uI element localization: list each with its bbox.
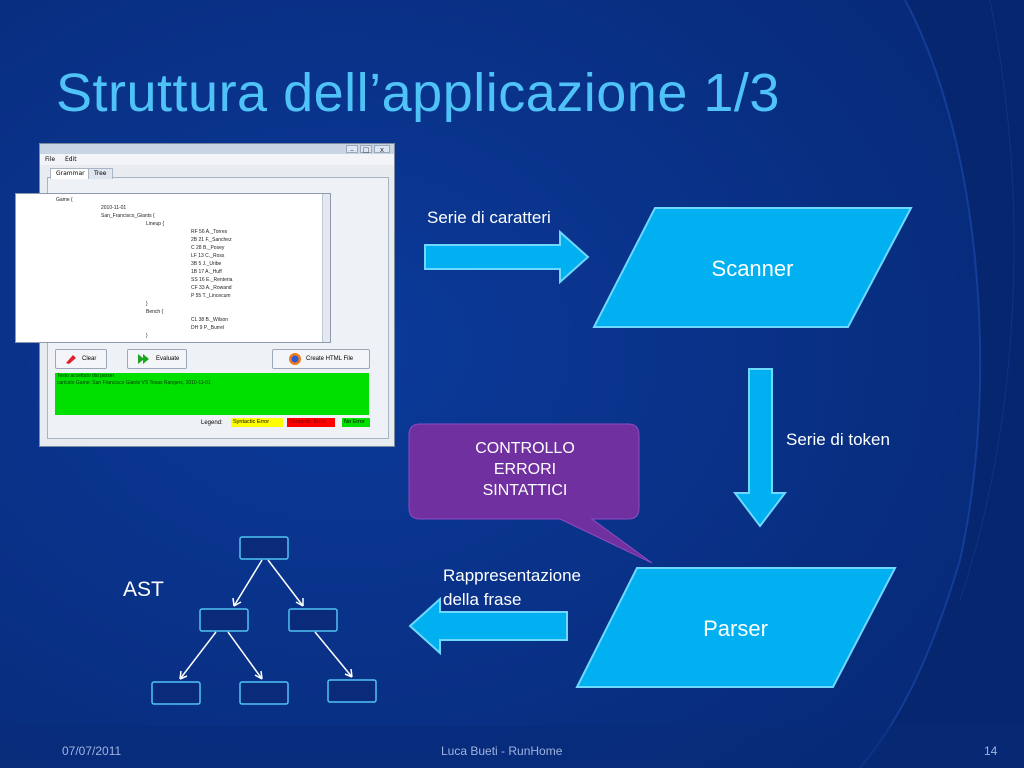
- editor-scrollbar: [322, 194, 330, 342]
- result-line-1: Testo accettato dal parser: [57, 373, 115, 379]
- callout-text: CONTROLLO ERRORI SINTATTICI: [412, 438, 638, 501]
- parser-label: Parser: [703, 616, 768, 641]
- callout-line-1: CONTROLLO: [475, 440, 575, 457]
- ast-node-left: [199, 608, 249, 632]
- menu-edit: Edit: [64, 156, 77, 163]
- code-line: CF 33 A._Rowand: [191, 285, 232, 291]
- close-icon: x: [374, 145, 390, 154]
- code-line: CL 38 B._Wilson: [191, 317, 229, 323]
- code-line: DH 9 P._Burrel: [191, 325, 224, 331]
- footer-date: 07/07/2011: [62, 744, 122, 758]
- ast-label: AST: [123, 578, 164, 601]
- slide-title: Struttura dell’applicazione 1/3: [56, 63, 780, 123]
- ast-leaf-1: [151, 681, 201, 705]
- clear-label: Clear: [82, 356, 97, 362]
- window-titlebar: – □ x: [40, 144, 394, 154]
- footer-page-number: 14: [984, 744, 998, 758]
- minimize-icon: –: [346, 145, 358, 154]
- output-label-1: Rappresentazione: [443, 566, 581, 585]
- footer-author: Luca Bueti - RunHome: [441, 744, 563, 758]
- code-line: 1B 17 A._Huff: [191, 269, 222, 275]
- input-arrow: [424, 229, 590, 285]
- token-label: Serie di token: [786, 430, 890, 449]
- callout-line-2: ERRORI: [493, 461, 557, 478]
- evaluate-label: Evaluate: [156, 356, 180, 362]
- play-icon: [138, 354, 149, 364]
- legend-noerror: No Error: [342, 418, 370, 427]
- output-label-2: della frase: [443, 590, 522, 609]
- code-line: 2010-11-01: [101, 205, 127, 211]
- grammar-editor: [15, 193, 331, 343]
- menu-bar: File Edit: [40, 154, 394, 165]
- result-panel: Testo accettato dal parser caricato Game…: [55, 373, 369, 415]
- result-line-2: caricato Game: San Francisco Giants VS T…: [57, 380, 211, 386]
- legend-syntactic: Syntactic Error: [231, 418, 283, 427]
- ast-tree: [151, 536, 377, 705]
- code-line: LF 13 C._Ross: [191, 253, 225, 259]
- output-arrow: [408, 596, 568, 656]
- code-line: Game {: [56, 197, 73, 203]
- create-html-button: Create HTML File: [272, 349, 370, 369]
- evaluate-button: Evaluate: [127, 349, 187, 369]
- code-line: }: [146, 333, 148, 339]
- tab-tree: Tree: [88, 168, 113, 179]
- token-arrow: [732, 368, 788, 528]
- parser-shape: [575, 567, 897, 688]
- code-line: 3B 5 J._Uribe: [191, 261, 222, 267]
- eraser-icon: [66, 355, 76, 364]
- code-line: SS 16 E._Renteria: [191, 277, 233, 283]
- code-line: 2B 21 F._Sanchez: [191, 237, 232, 243]
- ast-root-node: [239, 536, 289, 560]
- menu-file: File: [45, 156, 56, 163]
- legend-semantic: Semantic Error: [287, 418, 335, 427]
- callout-line-3: SINTATTICI: [482, 482, 568, 499]
- clear-button: Clear: [55, 349, 107, 369]
- create-html-label: Create HTML File: [306, 356, 354, 362]
- scanner-label: Scanner: [711, 256, 794, 281]
- ast-leaf-2: [239, 681, 289, 705]
- code-line: }: [146, 301, 148, 307]
- input-label: Serie di caratteri: [427, 208, 551, 227]
- maximize-icon: □: [360, 145, 372, 154]
- code-line: Lineup {: [146, 221, 165, 227]
- ast-node-right: [288, 608, 338, 632]
- code-line: RF 56 A._Torres: [191, 229, 228, 235]
- code-line: P 55 T._Lincecum: [191, 293, 231, 299]
- code-line: C 28 B._Posey: [191, 245, 225, 251]
- code-line: Bench {: [146, 309, 164, 315]
- legend-label: Legend:: [201, 420, 223, 426]
- error-callout: [408, 423, 653, 564]
- ast-leaf-3: [327, 679, 377, 703]
- browser-icon: [289, 353, 301, 365]
- code-line: San_Francisco_Giants {: [101, 213, 155, 219]
- scanner-shape: [592, 207, 913, 328]
